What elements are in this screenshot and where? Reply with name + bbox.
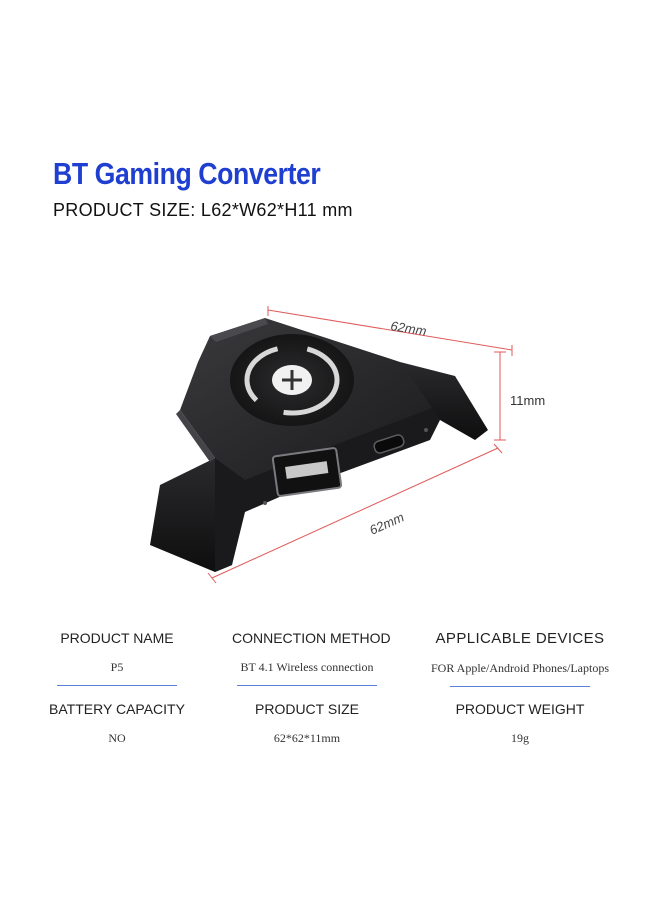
spec-label: PRODUCT SIZE [255,701,359,717]
product-size-subtitle: PRODUCT SIZE: L62*W62*H11 mm [53,200,353,220]
dimension-label-bottom: 62mm [367,509,406,537]
dimension-lines [207,306,513,584]
spec-label: PRODUCT WEIGHT [455,701,585,717]
spec-connection-method: CONNECTION METHOD BT 4.1 Wireless connec… [232,630,391,686]
spec-label: BATTERY CAPACITY [49,701,185,717]
spec-value: 62*62*11mm [273,731,341,745]
divider [57,685,177,686]
spec-product-size: PRODUCT SIZE 62*62*11mm [232,701,382,746]
spec-value: BT 4.1 Wireless connection [240,660,374,674]
dimension-label-top: 62mm [390,318,428,338]
spec-label: APPLICABLE DEVICES [435,630,605,647]
page-title: BT Gaming Converter [53,156,321,191]
spec-value: 19g [511,731,529,745]
spec-applicable-devices: APPLICABLE DEVICES FOR Apple/Android Pho… [420,630,620,687]
spec-label: CONNECTION METHOD [232,630,391,646]
spec-value: NO [108,731,126,745]
spec-value: FOR Apple/Android Phones/Laptops [430,661,609,675]
converter-device [150,318,488,572]
spec-value: P5 [110,660,124,674]
spec-label: PRODUCT NAME [60,630,174,646]
dimension-label-side: 11mm [510,393,545,408]
spec-product-weight: PRODUCT WEIGHT 19g [420,701,620,746]
spec-product-name: PRODUCT NAME P5 [47,630,187,686]
product-image: 62mm 11mm 62mm [150,306,545,584]
spec-battery-capacity: BATTERY CAPACITY NO [47,701,187,746]
divider [450,686,590,687]
divider [237,685,377,686]
